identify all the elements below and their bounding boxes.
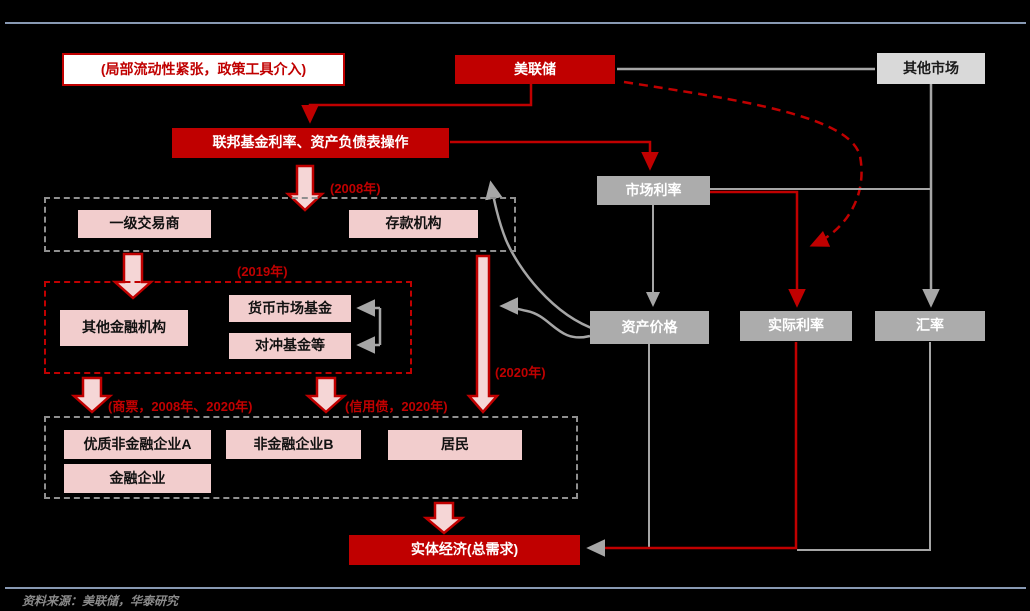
- big-arrow-commercial-paper: [70, 376, 114, 414]
- node-real-economy-label: 实体经济(总需求): [410, 541, 519, 558]
- node-firm-b: 非金融企业B: [226, 430, 361, 459]
- node-other-financial-label: 其他金融机构: [82, 319, 166, 336]
- group-2019-institutions: [44, 281, 412, 374]
- label-commercial-paper-text: (商票，2008年、2020年): [108, 399, 253, 414]
- node-firm-a-label: 优质非金融企业A: [83, 435, 192, 452]
- edge-market-rate-to-real-rate: [710, 190, 806, 308]
- node-real-rate-label: 实际利率: [768, 317, 824, 334]
- node-policy-tools-label: 联邦基金利率、资产负债表操作: [212, 134, 409, 151]
- label-2019: (2019年): [237, 261, 288, 280]
- node-asset-price: 资产价格: [590, 311, 709, 344]
- node-financial-firms-label: 金融企业: [109, 469, 166, 486]
- edge-asset-price-wavy-left: [499, 297, 591, 339]
- source-note: 资料来源：美联储，华泰研究: [22, 592, 178, 609]
- group-2008-institutions: [44, 197, 516, 252]
- edge-fed-dashed-curve: [623, 80, 863, 247]
- node-primary-dealers-label: 一级交易商: [109, 215, 180, 232]
- note-box: (局部流动性紧张，政策工具介入): [62, 53, 345, 86]
- group-2020-borrowers: [44, 416, 578, 499]
- node-other-markets-label: 其他市场: [903, 59, 959, 76]
- node-fed: 美联储: [455, 55, 615, 84]
- edge-real-rate-to-real-economy: [586, 342, 798, 557]
- node-other-financial: 其他金融机构: [60, 310, 188, 346]
- node-policy-tools: 联邦基金利率、资产负债表操作: [172, 128, 449, 158]
- label-2020: (2020年): [495, 362, 546, 381]
- node-asset-price-label: 资产价格: [621, 318, 678, 335]
- node-fx-rate: 汇率: [875, 311, 985, 341]
- node-money-market-funds: 货币市场基金: [229, 295, 351, 322]
- label-2008: (2008年): [330, 178, 381, 197]
- node-fx-rate-label: 汇率: [916, 317, 944, 334]
- node-depository-institutions: 存款机构: [349, 210, 478, 238]
- label-2020-text: (2020年): [495, 365, 546, 380]
- node-real-economy: 实体经济(总需求): [349, 535, 580, 565]
- label-credit-bond: (信用债，2020年): [345, 396, 448, 415]
- top-rule: [5, 22, 1026, 24]
- node-hedge-funds-label: 对冲基金等: [255, 337, 325, 354]
- node-depository-label: 存款机构: [385, 215, 442, 232]
- label-credit-bond-text: (信用债，2020年): [345, 399, 448, 414]
- edge-policy-to-market-rate: [450, 140, 659, 171]
- big-arrow-deposit-to-residents: [466, 254, 500, 414]
- node-fed-label: 美联储: [514, 60, 556, 77]
- node-market-rate-label: 市场利率: [625, 181, 682, 198]
- node-residents-label: 居民: [441, 436, 469, 453]
- big-arrow-to-real-economy: [422, 501, 466, 535]
- big-arrow-credit-bond: [304, 376, 348, 414]
- edge-fx-down: [797, 342, 931, 551]
- node-residents: 居民: [388, 430, 522, 460]
- edge-fed-to-policy: [301, 84, 533, 124]
- node-real-rate: 实际利率: [740, 311, 852, 341]
- node-mmf-label: 货币市场基金: [248, 299, 332, 316]
- bottom-rule: [5, 587, 1026, 589]
- node-firm-a: 优质非金融企业A: [64, 430, 211, 459]
- node-firm-b-label: 非金融企业B: [253, 435, 334, 452]
- node-financial-firms: 金融企业: [64, 464, 211, 493]
- label-2019-text: (2019年): [237, 264, 288, 279]
- label-commercial-paper: (商票，2008年、2020年): [108, 396, 253, 415]
- node-other-markets: 其他市场: [877, 53, 985, 84]
- note-text: (局部流动性紧张，政策工具介入): [100, 60, 307, 77]
- node-primary-dealers: 一级交易商: [78, 210, 211, 238]
- edge-asset-price-curve-up: [485, 180, 598, 332]
- big-arrow-policy-down: [284, 164, 326, 212]
- node-hedge-funds: 对冲基金等: [229, 333, 351, 359]
- label-2008-text: (2008年): [330, 181, 381, 196]
- node-market-rate: 市场利率: [597, 176, 710, 205]
- source-note-text: 资料来源：美联储，华泰研究: [22, 594, 179, 608]
